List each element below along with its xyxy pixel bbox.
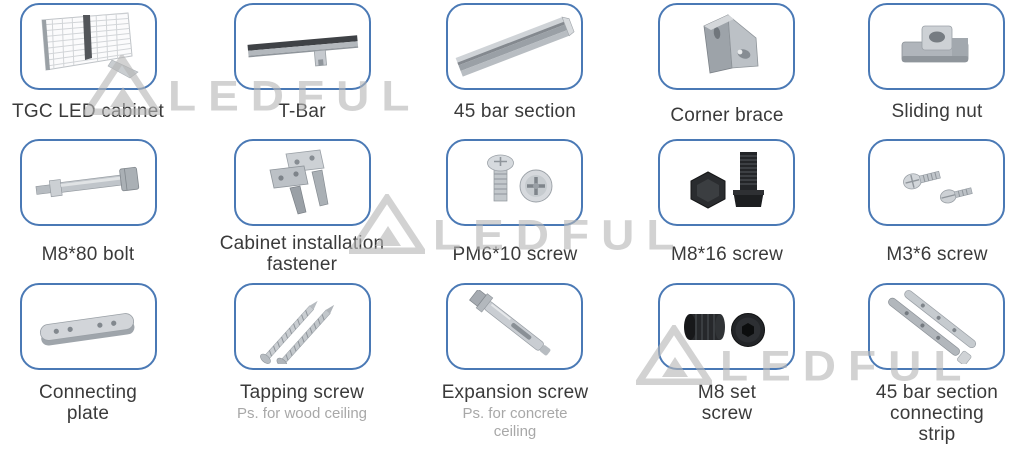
product-label: Connecting plate (38, 382, 138, 424)
product-label: PM6*10 screw (452, 243, 578, 265)
product-label: 45 bar section (453, 100, 577, 122)
label-m8-80-bolt: M8*80 bolt (0, 230, 188, 278)
label-sliding-nut: Sliding nut (837, 96, 1024, 126)
led-mesh-cabinet-image (40, 11, 139, 78)
m8-16-screw-image (690, 151, 764, 209)
m3-6-screw-image (902, 170, 973, 203)
product-label: 45 bar section connecting strip (875, 382, 999, 445)
product-card-tapping-screw (234, 283, 371, 370)
product-label: TGC LED cabinet (12, 100, 164, 122)
m8-set-screw-image (683, 312, 765, 347)
label-connecting-plate: Connecting plate (23, 382, 153, 424)
product-card-m8-16-screw (658, 139, 795, 226)
pm6-10-screw-image (486, 154, 552, 202)
label-m8-16-screw: M8*16 screw (627, 230, 827, 278)
m8-80-bolt-image (35, 166, 139, 197)
product-card-45-bar-section (446, 3, 583, 90)
product-card-corner-brace (658, 3, 795, 90)
product-label: Expansion screw (441, 382, 589, 403)
label-corner-brace: Corner brace (627, 100, 827, 130)
label-m8-set-screw: M8 set screw (682, 382, 772, 424)
product-label: Cabinet installation fastener (219, 233, 385, 275)
connecting-plate-image (39, 312, 134, 346)
product-note: Ps. for concrete ceiling (462, 405, 568, 440)
product-card-m8-set-screw (658, 283, 795, 370)
label-tgc-led-cabinet: TGC LED cabinet (0, 96, 188, 126)
sliding-nut-image (901, 25, 968, 62)
product-card-sliding-nut (868, 3, 1005, 90)
expansion-screw-image (468, 289, 550, 355)
label-expansion-screw: Expansion screw Ps. for concrete ceiling (415, 382, 615, 441)
product-card-tgc-led-cabinet (20, 3, 157, 90)
product-label: M8*80 bolt (41, 243, 135, 265)
product-label: M3*6 screw (886, 243, 988, 265)
connecting-strip-image (887, 289, 976, 364)
corner-brace-image (703, 13, 758, 73)
45-bar-section-image (455, 16, 574, 77)
product-label: M8*16 screw (670, 243, 784, 265)
product-label: Tapping screw (239, 382, 365, 403)
product-card-pm6-10-screw (446, 139, 583, 226)
label-connecting-strip: 45 bar section connecting strip (870, 382, 1004, 445)
label-tapping-screw: Tapping screw Ps. for wood ceiling (202, 382, 402, 423)
t-bar-image (247, 34, 358, 66)
product-label: Corner brace (670, 104, 784, 126)
product-card-expansion-screw (446, 283, 583, 370)
product-note: Ps. for wood ceiling (236, 405, 368, 422)
label-m3-6-screw: M3*6 screw (837, 230, 1024, 278)
product-card-m3-6-screw (868, 139, 1005, 226)
product-label: T-Bar (278, 100, 326, 122)
label-pm6-10-screw: PM6*10 screw (415, 230, 615, 278)
product-card-t-bar (234, 3, 371, 90)
product-card-connecting-strip (868, 283, 1005, 370)
product-card-connecting-plate (20, 283, 157, 370)
cabinet-fastener-image (269, 149, 328, 214)
product-label: M8 set screw (697, 382, 757, 424)
product-label: Sliding nut (891, 100, 983, 122)
product-card-cabinet-fastener (234, 139, 371, 226)
label-45-bar-section: 45 bar section (415, 96, 615, 126)
tapping-screw-image (259, 300, 334, 364)
label-t-bar: T-Bar (202, 96, 402, 126)
product-card-m8-80-bolt (20, 139, 157, 226)
label-cabinet-fastener: Cabinet installation fastener (202, 230, 402, 278)
